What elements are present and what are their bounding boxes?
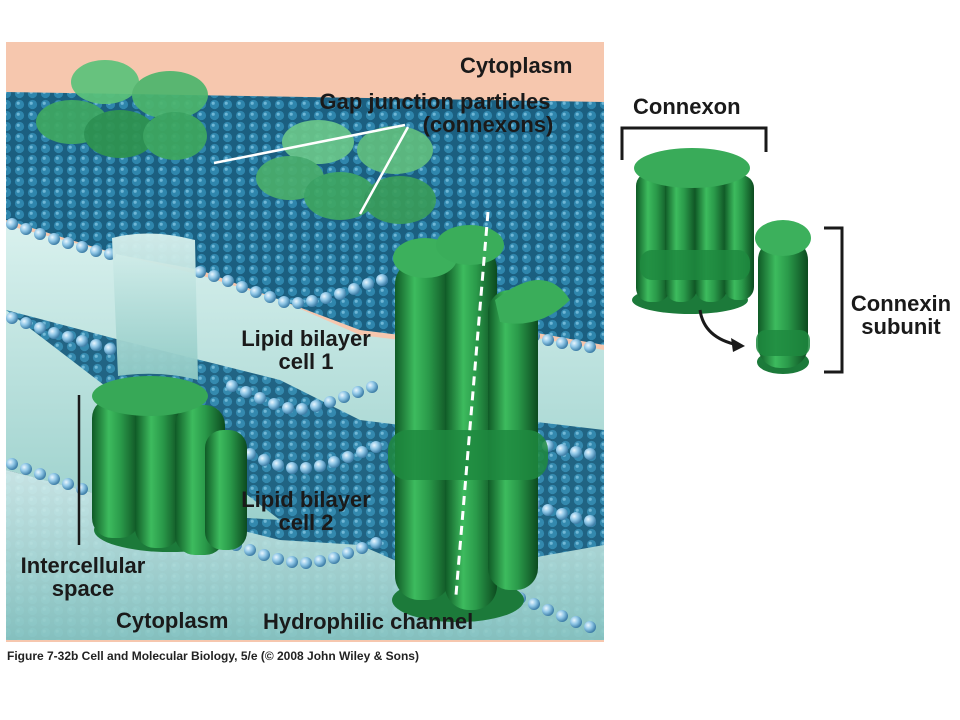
gap-junction-leader-1	[213, 123, 406, 165]
connexin-subunit-label: Connexin subunit	[842, 292, 960, 338]
membrane-edge-beads	[6, 218, 596, 633]
lipid-bilayer-cell2-label: Lipid bilayer cell 2	[228, 488, 384, 534]
lipid-cell1-line2: cell 1	[278, 349, 334, 375]
arrow-head-icon	[731, 338, 745, 352]
bead-row-4	[230, 537, 596, 633]
connexin-bracket	[824, 226, 844, 374]
intercellular-line2: space	[51, 576, 115, 602]
connexin-line1: Connexin	[850, 291, 952, 316]
cytoplasm-top-label: Cytoplasm	[460, 53, 573, 78]
leader-lines	[213, 123, 410, 215]
gap-junction-leader-2	[358, 126, 410, 215]
membrane-aperture	[112, 233, 198, 380]
intercellular-line1: Intercellular	[20, 553, 146, 578]
surface-connexon-left	[36, 60, 208, 160]
lipid-cell2-line1: Lipid bilayer	[241, 487, 371, 512]
connexin-line2: subunit	[861, 314, 941, 340]
connexin-subunit-inset	[755, 220, 811, 374]
gap-junction-label: Gap junction particles (connexons)	[300, 90, 570, 136]
connexon-channel-pair	[388, 211, 570, 622]
gap-junction-label-line1: Gap junction particles	[319, 89, 551, 114]
lipid-cell2-line2: cell 2	[278, 510, 334, 536]
figure-caption: Figure 7-32b Cell and Molecular Biology,…	[7, 649, 419, 663]
connexon-inset-body	[632, 148, 754, 314]
connexon-lower-left	[92, 376, 247, 555]
lipid-cell1-line1: Lipid bilayer	[241, 326, 371, 351]
hydrophilic-channel-dashline	[454, 211, 490, 596]
hydrophilic-channel-label: Hydrophilic channel	[263, 609, 474, 634]
cytoplasm-bottom-label: Cytoplasm	[116, 608, 229, 633]
main-panel	[6, 42, 604, 642]
intercellular-space-label: Intercellular space	[8, 554, 158, 600]
gap-junction-label-line2: (connexons)	[422, 112, 554, 138]
bead-row-3	[6, 441, 596, 527]
connexon-bracket	[620, 126, 768, 160]
lipid-bilayer-cell1-label: Lipid bilayer cell 1	[228, 327, 384, 373]
connexon-label: Connexon	[633, 94, 741, 119]
connexon-inset	[620, 126, 844, 374]
